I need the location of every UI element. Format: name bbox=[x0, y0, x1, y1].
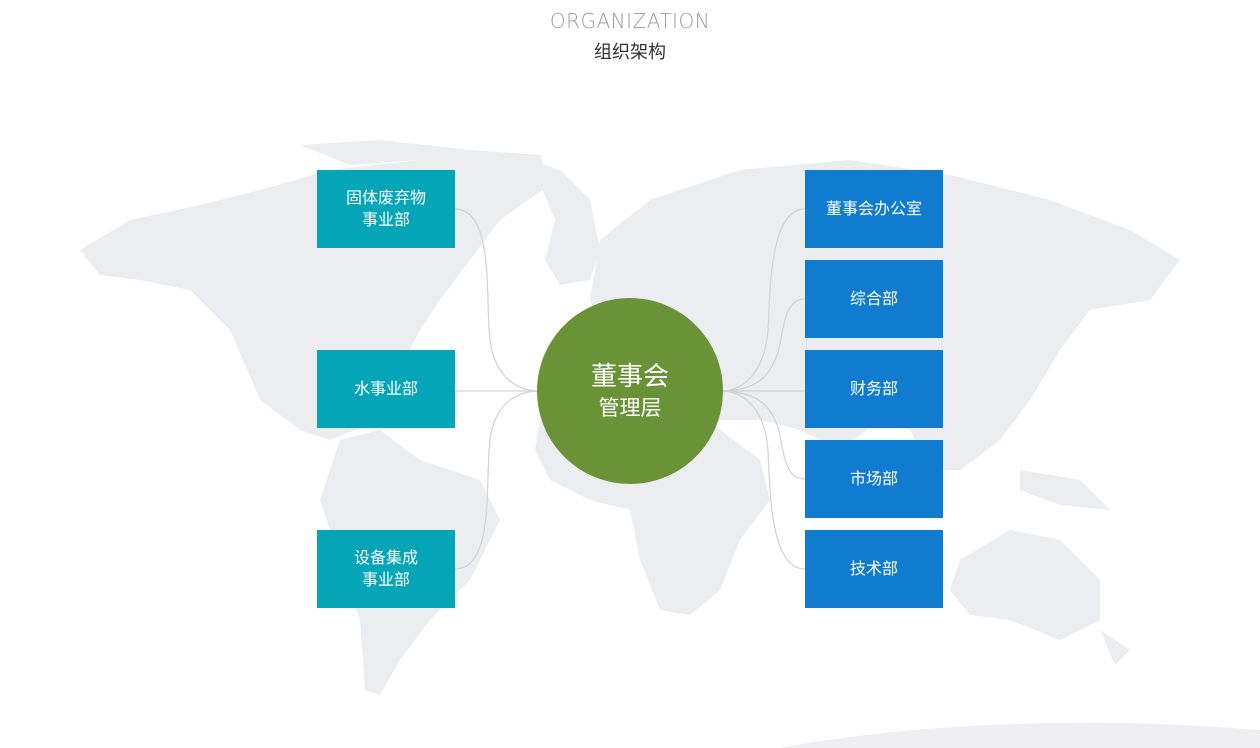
dept-label: 技术部 bbox=[849, 559, 898, 578]
dept-board-office[interactable]: 董事会办公室 bbox=[805, 170, 943, 248]
dept-label: 综合部 bbox=[849, 289, 898, 308]
dept-finance[interactable]: 财务部 bbox=[805, 350, 943, 428]
dept-label: 财务部 bbox=[849, 379, 898, 398]
dept-general[interactable]: 综合部 bbox=[805, 260, 943, 338]
dept-technology[interactable]: 技术部 bbox=[805, 530, 943, 608]
center-label-line2: 管理层 bbox=[598, 396, 662, 420]
unit-water[interactable]: 水事业部 bbox=[317, 350, 455, 428]
connector-lines bbox=[454, 208, 806, 570]
dept-label: 董事会办公室 bbox=[825, 199, 922, 218]
unit-label: 事业部 bbox=[361, 570, 410, 589]
unit-label: 设备集成 bbox=[353, 548, 418, 567]
center-label-line1: 董事会 bbox=[590, 362, 669, 392]
unit-solid-waste[interactable]: 固体废弃物 事业部 bbox=[317, 170, 455, 248]
unit-label: 固体废弃物 bbox=[345, 188, 426, 207]
dept-label: 市场部 bbox=[849, 469, 898, 488]
board-of-directors-node[interactable]: 董事会 管理层 bbox=[537, 298, 723, 484]
title-english: ORGANIZATION bbox=[549, 9, 711, 33]
dept-marketing[interactable]: 市场部 bbox=[805, 440, 943, 518]
unit-label: 事业部 bbox=[361, 210, 410, 229]
title-chinese: 组织架构 bbox=[594, 42, 666, 63]
unit-label: 水事业部 bbox=[353, 379, 418, 398]
unit-equipment-integration[interactable]: 设备集成 事业部 bbox=[317, 530, 455, 608]
